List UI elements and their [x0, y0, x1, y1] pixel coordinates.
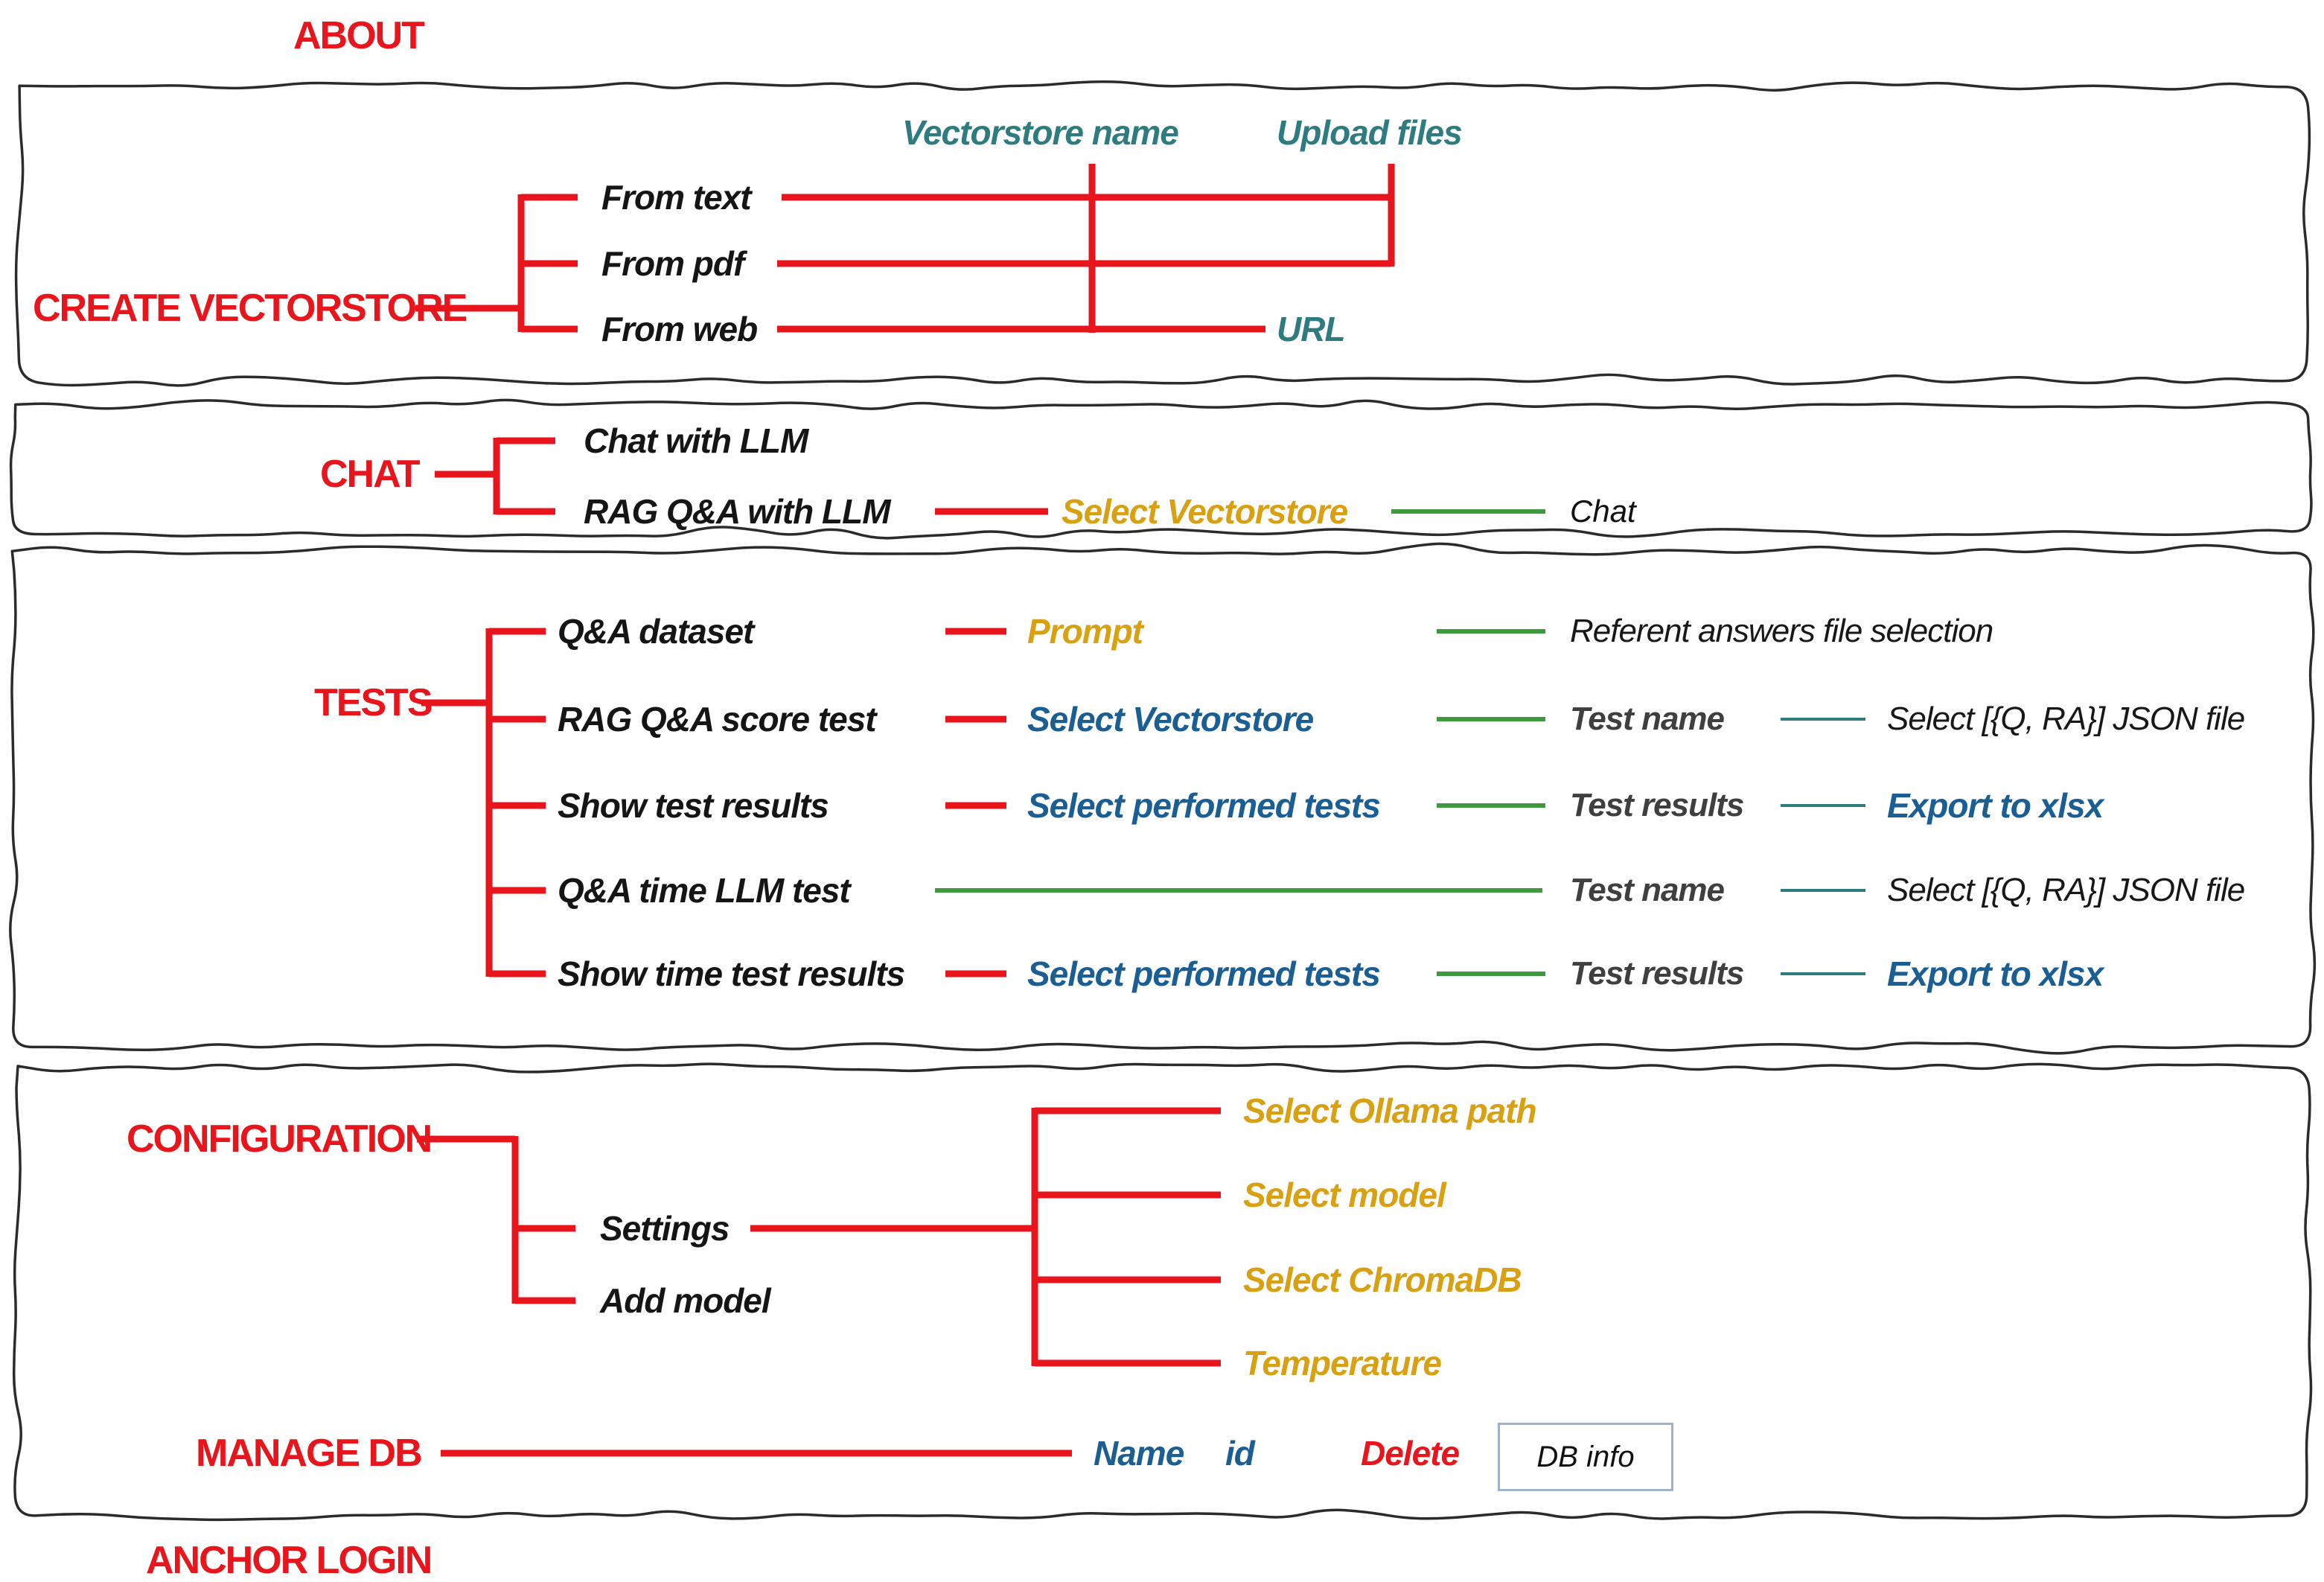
add-model-item: Add model — [600, 1281, 771, 1320]
tests-select-vectorstore-label: Select Vectorstore — [1027, 700, 1314, 739]
sketch-box-tests — [9, 542, 2317, 1055]
chat-label: CHAT — [320, 453, 421, 496]
test-results-2-label: Test results — [1570, 955, 1744, 992]
referent-answers-label: Referent answers file selection — [1570, 613, 1993, 649]
manage-db-label: MANAGE DB — [196, 1432, 423, 1475]
name-column-label: Name — [1094, 1434, 1184, 1473]
anchor-login-label: ANCHOR LOGIN — [146, 1539, 432, 1582]
qa-time-llm-test-item: Q&A time LLM test — [558, 871, 851, 910]
select-model-label: Select model — [1243, 1176, 1446, 1214]
select-ollama-path-label: Select Ollama path — [1243, 1091, 1537, 1130]
url-label: URL — [1277, 310, 1346, 348]
chat-with-llm-item: Chat with LLM — [584, 421, 808, 460]
select-chromadb-label: Select ChromaDB — [1243, 1260, 1522, 1299]
tests-label: TESTS — [314, 681, 433, 724]
select-json-file-label: Select [{Q, RA}] JSON file — [1887, 701, 2245, 737]
configuration-label: CONFIGURATION — [127, 1117, 432, 1161]
rag-qa-with-llm-item: RAG Q&A with LLM — [584, 492, 891, 531]
db-info-label: DB info — [1536, 1440, 1635, 1473]
test-name-label: Test name — [1570, 701, 1725, 737]
sketch-box-chat — [9, 398, 2313, 540]
qa-dataset-item: Q&A dataset — [558, 612, 754, 651]
test-results-label: Test results — [1570, 787, 1744, 823]
from-web-item: From web — [601, 310, 758, 348]
select-vectorstore-label: Select Vectorstore — [1062, 492, 1348, 531]
create-vectorstore-label: CREATE VECTORSTORE — [33, 287, 467, 330]
db-info-box: DB info — [1498, 1423, 1673, 1491]
sketch-box-create-vectorstore — [14, 80, 2311, 387]
about-title: ABOUT — [293, 14, 425, 57]
from-pdf-item: From pdf — [601, 244, 744, 283]
export-to-xlsx-label: Export to xlsx — [1887, 786, 2104, 825]
show-test-results-item: Show test results — [558, 786, 829, 825]
test-name-2-label: Test name — [1570, 872, 1725, 908]
from-text-item: From text — [601, 178, 752, 217]
select-json-file-2-label: Select [{Q, RA}] JSON file — [1887, 872, 2245, 908]
temperature-label: Temperature — [1243, 1344, 1442, 1382]
sketch-box-configuration — [12, 1062, 2313, 1522]
upload-files-header: Upload files — [1277, 113, 1463, 152]
export-to-xlsx-2-label: Export to xlsx — [1887, 954, 2104, 993]
delete-column-label: Delete — [1361, 1434, 1460, 1473]
vectorstore-name-header: Vectorstore name — [902, 113, 1179, 152]
show-time-test-results-item: Show time test results — [558, 954, 905, 993]
settings-item: Settings — [600, 1209, 730, 1248]
rag-qa-score-test-item: RAG Q&A score test — [558, 700, 877, 739]
select-performed-tests-label: Select performed tests — [1027, 786, 1381, 825]
select-performed-tests-2-label: Select performed tests — [1027, 954, 1381, 993]
prompt-label: Prompt — [1027, 612, 1143, 651]
chat-endpoint-label: Chat — [1570, 494, 1636, 529]
id-column-label: id — [1225, 1434, 1255, 1473]
